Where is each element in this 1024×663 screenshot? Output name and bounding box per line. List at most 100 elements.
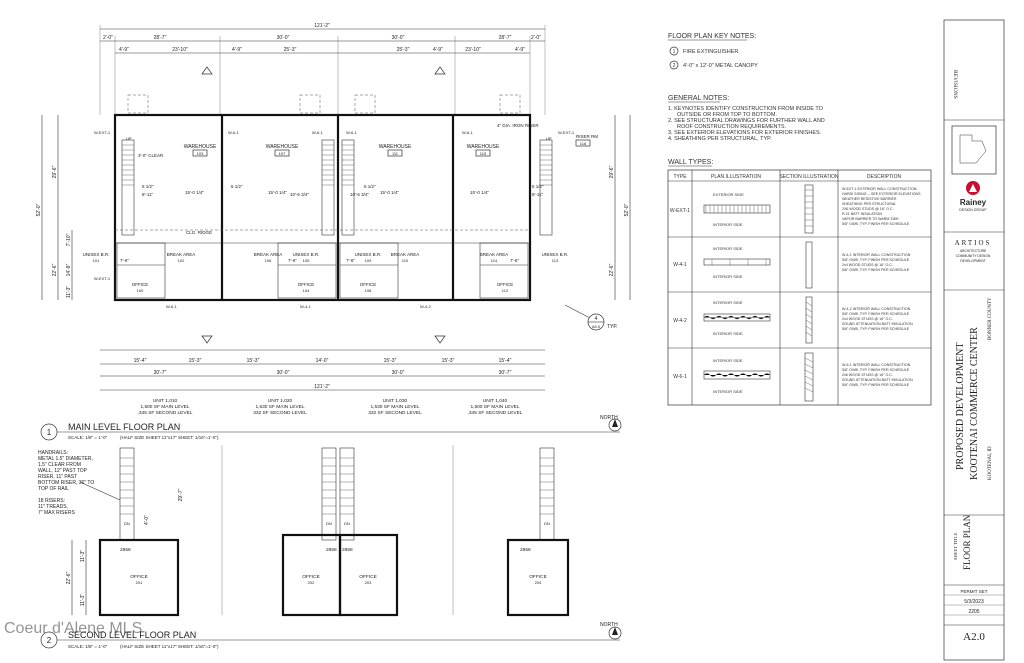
svg-text:102: 102 (178, 258, 185, 263)
project-line-1: PROPOSED DEVELOPMENT (955, 342, 966, 470)
svg-text:111: 111 (392, 151, 399, 156)
dim-sub-2: 23'-10" (172, 47, 188, 53)
svg-text:7'-6": 7'-6" (288, 258, 297, 263)
county: BONNER COUNTY (988, 297, 993, 340)
svg-text:109: 109 (365, 258, 372, 263)
dim-left-total: 52'-0" (36, 203, 42, 216)
svg-text:NORTH: NORTH (600, 622, 618, 628)
unit-1020: UNIT 1,020 (268, 398, 293, 404)
svg-text:(HALF SIZE SHEET 11"x17" SHEET: (HALF SIZE SHEET 11"x17" SHEET: 1/16"=1'… (120, 435, 219, 440)
svg-text:7" MAX RISERS: 7" MAX RISERS (38, 510, 75, 516)
artios-logo: ARTIOS ARCHITECTURE COMMUNITY DESIGN DEV… (955, 239, 991, 263)
svg-text:1. KEYNOTES IDENTIFY CONSTRUCT: 1. KEYNOTES IDENTIFY CONSTRUCTION FROM I… (668, 106, 824, 112)
svg-text:R-21 BATT INSULATION: R-21 BATT INSULATION (842, 212, 882, 216)
room-office-204: OFFICE (529, 574, 547, 580)
svg-text:1,500 SF MAIN LEVEL: 1,500 SF MAIN LEVEL (470, 404, 519, 410)
wall-types-table: WALL TYPES: TYPE PLAN ILLUSTRATION SECTI… (667, 159, 932, 406)
canopies (127, 94, 521, 114)
svg-text:100: 100 (137, 288, 144, 293)
key-note-2: 4'-0" x 12'-0" METAL CANOPY (683, 63, 758, 69)
svg-text:15'-0 1/4": 15'-0 1/4" (185, 190, 204, 195)
svg-text:105: 105 (303, 258, 310, 263)
dim-right-2: 22'-6" (609, 263, 615, 276)
upper-stairs (119, 447, 555, 541)
detail-number: 4 (595, 316, 598, 322)
dim-sub-1: 4'-9" (119, 47, 129, 53)
svg-text:104: 104 (303, 288, 310, 293)
svg-text:2. SEE STRUCTURAL DRAWINGS FOR: 2. SEE STRUCTURAL DRAWINGS FOR FURTHER W… (668, 118, 825, 124)
svg-text:INTERIOR SIDE: INTERIOR SIDE (713, 274, 743, 279)
wall-tag-ext-left: W-EXT-1 (94, 130, 111, 135)
svg-text:5 1/2": 5 1/2" (231, 184, 243, 189)
svg-text:14'-8": 14'-8" (66, 263, 72, 276)
svg-text:ROOF CONSTRUCTION REQUIREMENTS: ROOF CONSTRUCTION REQUIREMENTS. (677, 124, 787, 130)
svg-text:SHEATHING PER STRUCTURAL: SHEATHING PER STRUCTURAL (842, 202, 896, 206)
room-office-112: OFFICE (497, 282, 514, 287)
svg-text:5/8" GWB ,TYP. FINISH PER SCHE: 5/8" GWB ,TYP. FINISH PER SCHEDULE (842, 327, 910, 331)
svg-text:4'-0": 4'-0" (144, 515, 150, 525)
svg-text:DN: DN (124, 521, 130, 526)
svg-text:15'-3": 15'-3" (247, 358, 260, 364)
plan-annotations: 3'-0" CLEAR CLG. RIDGE 4" DIA. IRON RISE… (94, 123, 598, 309)
svg-text:SCALE: 1/8" = 1'-0": SCALE: 1/8" = 1'-0" (68, 644, 108, 649)
svg-text:,345 SF SECOND LEVEL: ,345 SF SECOND LEVEL (468, 410, 523, 416)
svg-text:2: 2 (673, 63, 676, 69)
svg-text:VAPOR BARRIER TO WARM SIDE: VAPOR BARRIER TO WARM SIDE (842, 217, 899, 221)
sheet-title: FLOOR PLAN (962, 514, 972, 570)
svg-text:201: 201 (136, 580, 143, 585)
room-office-100: OFFICE (132, 282, 149, 287)
section-marker-bottom-left (201, 335, 213, 344)
dim-sub-3: 4'-9" (232, 47, 242, 53)
svg-text:INTERIOR SIDE: INTERIOR SIDE (713, 331, 743, 336)
dim-sub-8: 4'-9" (515, 47, 525, 53)
wall-tag-ext-right: W-EXT-1 (558, 130, 575, 135)
detail-sheet: A5.0 (592, 324, 601, 329)
svg-text:15'-0 1/4": 15'-0 1/4" (268, 190, 287, 195)
sheet-date: 5/3/2023 (964, 599, 984, 605)
section-marker-top-right (434, 66, 446, 75)
svg-text:5/8" GWB ,TYP. FINISH PER SCHE: 5/8" GWB ,TYP. FINISH PER SCHEDULE (842, 383, 910, 387)
svg-text:8'-11": 8'-11" (142, 192, 154, 197)
svg-text:10'-6 3/4": 10'-6 3/4" (290, 192, 309, 197)
svg-text:1.5" CLEAR FROM: 1.5" CLEAR FROM (38, 462, 81, 468)
room-unisex-109: UNISEX B.R. (355, 252, 382, 257)
note-clg-ridge: CLG. RIDGE (186, 230, 212, 235)
general-notes: GENERAL NOTES: 1. KEYNOTES IDENTIFY CONS… (668, 95, 825, 142)
second-level-plan: HANDRAILS: METAL 1.5" DIAMETER, 1.5" CLE… (38, 445, 622, 649)
detail-typ: TYP. (607, 324, 617, 330)
detail-callout: 4 A5.0 TYP. (564, 304, 617, 331)
svg-text:116: 116 (580, 141, 587, 146)
svg-text:BOTTOM RISER, 36" TO: BOTTOM RISER, 36" TO (38, 480, 94, 486)
room-warehouse-107: WAREHOUSE (266, 144, 299, 150)
wall-type-row-61: W-6-1 INTERIOR SIDE INTERIOR SIDE W-6-1 … (673, 352, 913, 402)
svg-text:1,500 SF MAIN LEVEL: 1,500 SF MAIN LEVEL (140, 404, 189, 410)
svg-text:DESCRIPTION: DESCRIPTION (867, 174, 902, 180)
svg-text:W-6-1: W-6-1 (228, 130, 240, 135)
svg-text:18 RISERS:: 18 RISERS: (38, 498, 65, 504)
svg-text:W-4-2: W-4-2 (420, 304, 432, 309)
svg-text:EXTERIOR SIDE: EXTERIOR SIDE (713, 192, 744, 197)
svg-text:15'-3": 15'-3" (442, 358, 455, 364)
svg-text:115: 115 (480, 151, 487, 156)
svg-text:332 SF SECOND LEVEL: 332 SF SECOND LEVEL (368, 410, 422, 416)
svg-text:101: 101 (93, 258, 100, 263)
room-office-104: OFFICE (298, 282, 315, 287)
key-note-1: FIRE EXTINGUISHER (683, 49, 738, 55)
svg-text:INTERIOR SIDE: INTERIOR SIDE (713, 389, 743, 394)
room-unisex-113: UNISEX B.R. (542, 252, 569, 257)
svg-text:11'-3": 11'-3" (66, 286, 72, 299)
svg-text:W-6-1: W-6-1 (166, 304, 178, 309)
svg-text:7'-6": 7'-6" (120, 258, 129, 263)
main-level-plan: 121'-2" 2'-0" 28'-7" 30'-0" 30'-0" 28'-7… (36, 23, 631, 441)
svg-text:5 1/2": 5 1/2" (532, 184, 544, 189)
key-notes-title: FLOOR PLAN KEY NOTES: (668, 33, 756, 40)
room-office-203: OFFICE (359, 574, 377, 580)
svg-text:30'-7": 30'-7" (499, 370, 512, 376)
small-room-labels: BREAK AREA 102 BREAK AREA 106 BREAK AREA… (83, 252, 569, 293)
section-markers (201, 66, 446, 344)
svg-text:1: 1 (673, 49, 676, 55)
svg-text:(HALF SIZE SHEET 11"x17" SHEET: (HALF SIZE SHEET 11"x17" SHEET: 1/16"=1'… (120, 644, 219, 649)
svg-text:TOP OF RAIL: TOP OF RAIL (38, 486, 69, 492)
svg-text:,345 SF SECOND LEVEL: ,345 SF SECOND LEVEL (138, 410, 193, 416)
svg-text:1: 1 (47, 428, 52, 437)
